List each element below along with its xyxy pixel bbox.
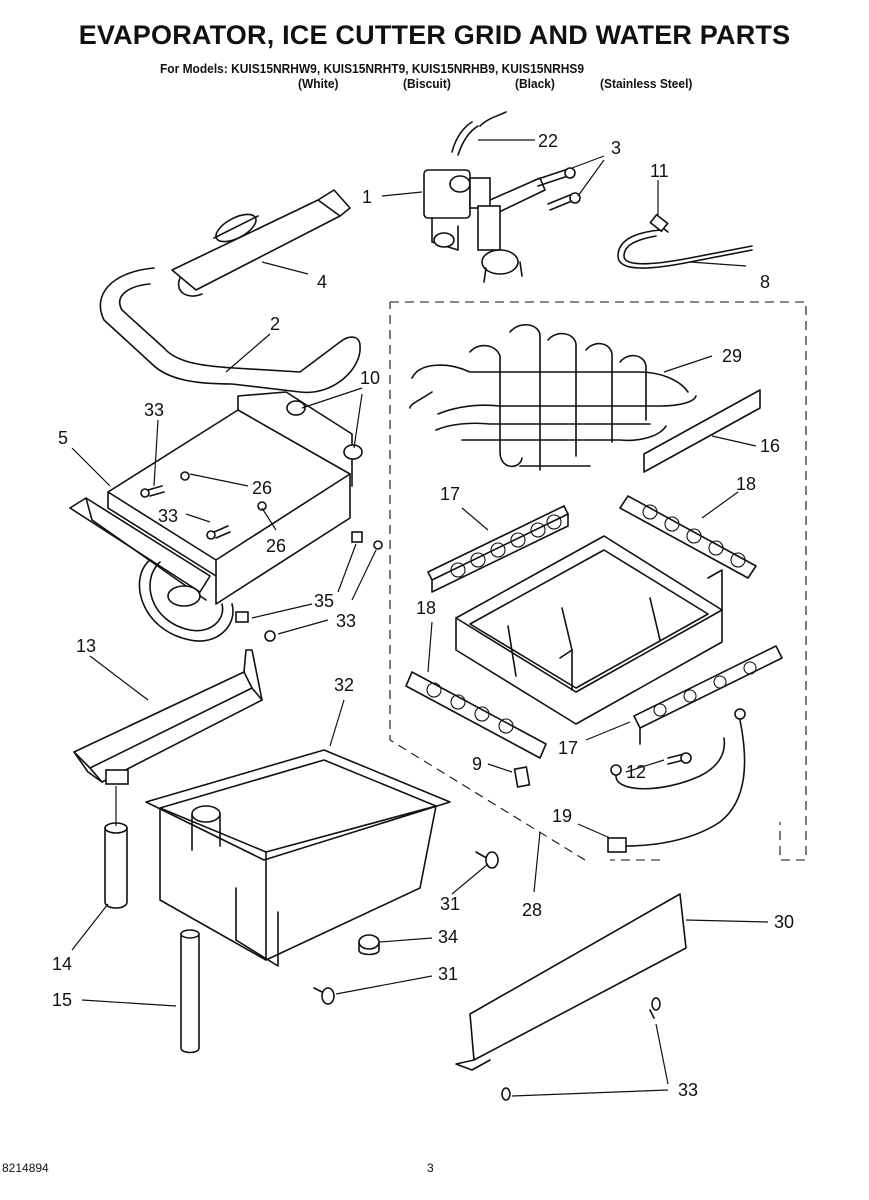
variant-black: (Black) [515,76,555,91]
callout-29: 29 [722,346,742,366]
callout-14: 14 [52,954,72,974]
plate-screws-part [140,471,383,642]
callout-3: 3 [611,138,621,158]
pan-fasteners-part [313,851,499,1005]
callout-31-a: 31 [440,894,460,914]
callout-16: 16 [760,436,780,456]
grid-assembly-boundary [389,301,807,861]
water-trough-part [73,649,263,785]
callout-17-lower: 17 [558,738,578,758]
grid-bracket-upper-part [427,505,569,593]
evaporator-tube-part [99,267,361,394]
cutter-grid-wire-part [409,324,697,471]
callout-13: 13 [76,636,96,656]
callout-10: 10 [360,368,380,388]
water-pan-part [145,749,451,967]
callout-17-upper: 17 [440,484,460,504]
callout-4: 4 [317,272,327,292]
callout-18-upper: 18 [736,474,756,494]
page-title: EVAPORATOR, ICE CUTTER GRID AND WATER PA… [78,20,791,50]
grid-strip-part [643,389,761,473]
grid-holder-lower-part [405,671,547,759]
callout-33-b: 33 [158,506,178,526]
drain-tube-part [180,929,200,1054]
evaporator-plate-part [69,391,363,642]
callout-22: 22 [538,131,558,151]
callout-1: 1 [362,187,372,207]
fill-tube-part [617,213,753,269]
callout-15: 15 [52,990,72,1010]
callout-26-a: 26 [252,478,272,498]
callout-33-a: 33 [144,400,164,420]
callout-32: 32 [334,675,354,695]
page-number: 3 [427,1161,434,1175]
callout-31-b: 31 [438,964,458,984]
grid-holder-upper-part [619,495,757,579]
callout-19: 19 [552,806,572,826]
front-cover-part [455,893,687,1101]
clip-part [513,766,531,788]
variant-stainless: (Stainless Steel) [600,76,693,91]
callout-35: 35 [314,591,334,611]
callout-18-lower: 18 [416,598,436,618]
variant-white: (White) [298,76,339,91]
callout-2: 2 [270,314,280,334]
callout-26-b: 26 [266,536,286,556]
water-valve-part [423,169,546,283]
valve-screws-part [534,167,581,211]
cartridge-part [104,822,128,909]
grid-bracket-lower-part [633,645,783,745]
callout-28: 28 [522,900,542,920]
callout-30: 30 [774,912,794,932]
water-tube-part [451,111,507,156]
models-line: For Models: KUIS15NRHW9, KUIS15NRHT9, KU… [160,61,585,76]
variant-biscuit: (Biscuit) [403,76,451,91]
callout-5: 5 [58,428,68,448]
wire-harness-part [607,708,746,853]
cutter-grid-frame-part [455,535,723,725]
evaporator-bracket-part [171,189,351,297]
callout-33-d: 33 [678,1080,698,1100]
callout-34: 34 [438,927,458,947]
callout-8: 8 [760,272,770,292]
callout-11: 11 [650,161,669,181]
callout-12: 12 [626,762,646,782]
callout-33-c: 33 [336,611,356,631]
callout-9: 9 [472,754,482,774]
leader-lines [71,139,769,1097]
document-number: 8214894 [2,1161,49,1175]
